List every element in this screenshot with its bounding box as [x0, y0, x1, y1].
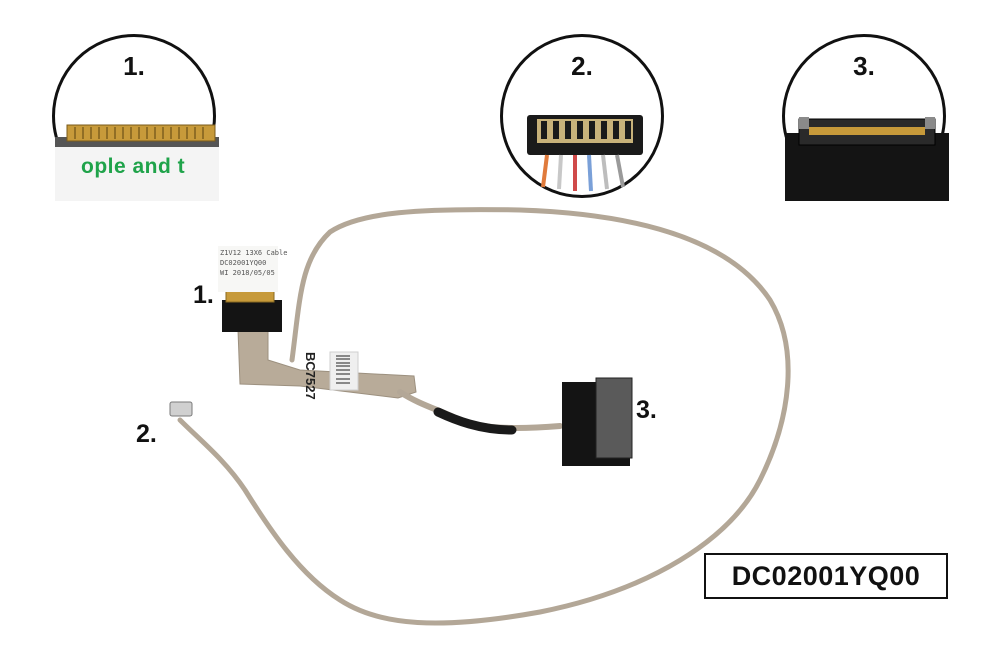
inset-2-image	[527, 115, 643, 192]
inset-2-number: 2.	[571, 51, 593, 81]
inset-3-number: 3.	[853, 51, 875, 81]
label-connector-2: 2.	[136, 420, 157, 448]
inset-1-image	[55, 124, 219, 201]
barcode-label: BC7527	[303, 352, 318, 400]
inset-connector-3: 3.	[782, 34, 949, 201]
inset-connector-1: 1. ople and t	[52, 34, 219, 201]
black-sleeve	[433, 407, 517, 435]
cable-loop	[177, 207, 791, 626]
barcode-lines	[336, 355, 350, 384]
tag-line-3: WI 2018/05/05	[220, 269, 275, 277]
flat-ribbon	[237, 329, 417, 399]
inset-1-sticker-text: ople and t	[81, 155, 186, 178]
label-connector-3: 3.	[636, 396, 657, 424]
tag-line-2: DC02001YQ00	[220, 259, 267, 267]
inset-3-image	[785, 117, 949, 201]
barcode-sticker	[329, 351, 359, 391]
part-number-box: DC02001YQ00	[704, 553, 948, 599]
connector-2-body	[169, 401, 193, 417]
connector-1-body	[222, 300, 282, 332]
tag-line-1: Z1V12 13X6 Cable	[220, 249, 288, 257]
cable-tag: Z1V12 13X6 Cable DC02001YQ00 WI 2018/05/…	[218, 246, 288, 292]
connector-3-header	[595, 377, 633, 459]
label-connector-1: 1.	[193, 281, 214, 309]
inset-1-number: 1.	[123, 51, 145, 81]
inset-connector-2: 2.	[500, 34, 664, 198]
